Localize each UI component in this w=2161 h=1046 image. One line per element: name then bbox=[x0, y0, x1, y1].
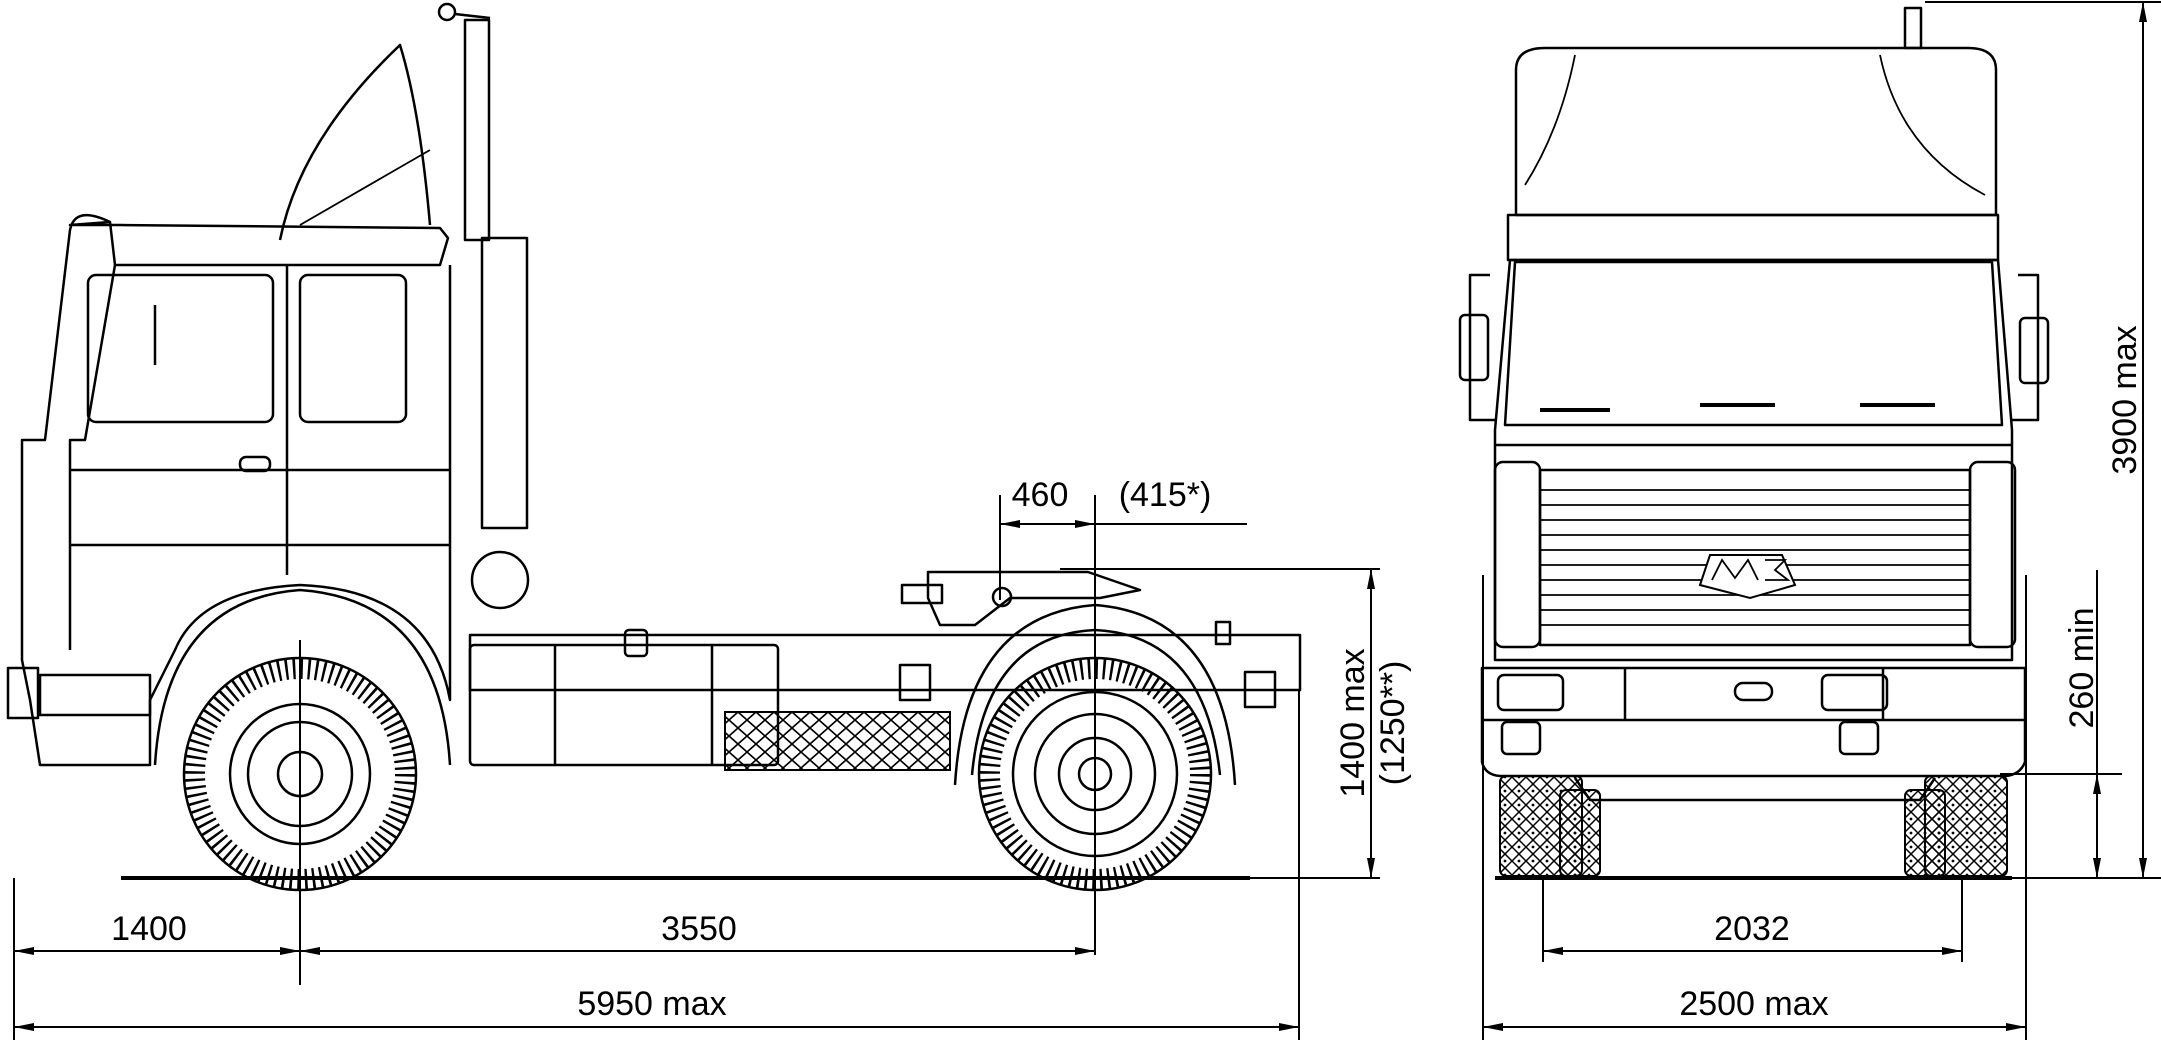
maz-logo bbox=[1698, 554, 1797, 600]
fifth-wheel-offset-alt-label: (415*) bbox=[1119, 476, 1212, 514]
front-overhang-label: 1400 bbox=[111, 910, 187, 948]
fifth-wheel-offset-label: 460 bbox=[1012, 476, 1069, 514]
fifth-wheel bbox=[926, 570, 1142, 627]
fifth-wheel-height-label: 1400 max bbox=[1334, 648, 1372, 797]
front-wheel bbox=[153, 588, 452, 892]
ground-clearance-label: 260 min bbox=[2063, 608, 2101, 729]
overall-length-label: 5950 max bbox=[577, 985, 726, 1023]
side-dimensions: 1400 3550 5950 max 460 (415*) 1400 max (… bbox=[13, 476, 1412, 1040]
exhaust-stack bbox=[437, 2, 530, 610]
grille bbox=[1493, 460, 2017, 649]
side-view bbox=[6, 2, 1302, 985]
windshield bbox=[1503, 260, 2004, 427]
roof-fairing bbox=[1514, 46, 1998, 217]
cab bbox=[6, 43, 452, 767]
overall-width-label: 2500 max bbox=[1679, 985, 1828, 1023]
track-label: 2032 bbox=[1714, 910, 1790, 948]
wheelbase-label: 3550 bbox=[661, 910, 737, 948]
front-bumper bbox=[1480, 666, 2027, 778]
chassis bbox=[468, 570, 1302, 771]
front-right-tyre bbox=[1924, 775, 2008, 877]
front-dimensions: 2032 2500 max 260 min 3900 max bbox=[1482, 1, 2161, 1040]
fifth-wheel-height-alt-label: (1250**) bbox=[1374, 661, 1412, 786]
overall-height-label: 3900 max bbox=[2106, 325, 2144, 474]
cab-front bbox=[1493, 258, 2014, 662]
front-view bbox=[1458, 6, 2050, 880]
